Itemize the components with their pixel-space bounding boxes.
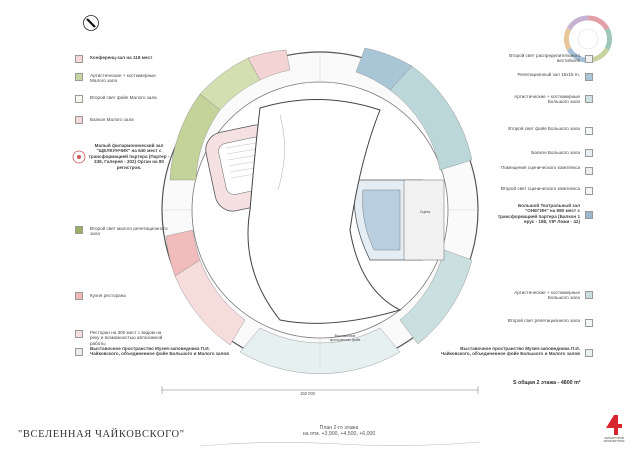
plan-wave-line <box>200 441 480 447</box>
legend-label: Балкон Большого зала <box>531 150 580 155</box>
big-hall-seating <box>362 189 401 251</box>
zone-rehearsal-large <box>355 47 413 91</box>
zone-big-hall-dressing <box>389 65 473 171</box>
zone-restaurant <box>174 259 246 346</box>
legend-label: Большой Театральный зал "ОНЕГИН" на 980 … <box>497 203 580 225</box>
legend-swatch <box>75 348 83 356</box>
legend-label: Конференц-зал на 118 мест <box>90 55 153 60</box>
zone-conference <box>247 49 291 81</box>
project-title: "ВСЕЛЕННАЯ ЧАЙКОВСКОГО" <box>18 429 185 440</box>
small-hall-pointer-icon <box>72 150 86 164</box>
legend-swatch <box>75 330 83 338</box>
legend-swatch <box>75 116 83 124</box>
legend-label: Второй свет малого репетиционного зала <box>90 226 168 237</box>
legend-swatch <box>585 319 593 327</box>
logo-icon <box>606 415 622 435</box>
legend-swatch <box>585 55 593 63</box>
legend-label: Второй свет фойе Большого зала <box>508 126 580 131</box>
dimension-label: 150 000 <box>300 391 316 396</box>
plan-title-line: План 2-го этажа <box>319 425 359 431</box>
plan-label-stage: Сцена <box>420 210 430 214</box>
total-area: S общая 2 этажа - 4800 m² <box>513 380 581 386</box>
legend-swatch <box>585 187 593 195</box>
legend-swatch <box>585 127 593 135</box>
legend-swatch <box>585 167 593 175</box>
zone-kitchen <box>165 229 201 277</box>
legend-label: Артистические + костюмерные Большого зал… <box>514 290 580 301</box>
floor-plan <box>161 47 479 394</box>
legend-label: Второй свет фойе Малого зала <box>90 95 157 100</box>
legend-swatch <box>585 349 593 357</box>
legend-label: Второй свет сценического комплекса <box>500 186 580 191</box>
legend-swatch <box>585 95 593 103</box>
legend-label: Выставочное пространство Музея-заповедни… <box>440 346 580 357</box>
legend-label: Второй свет репетиционного зала <box>507 318 580 323</box>
legend-label: Артистические + костюмерные Малого зала <box>90 73 156 84</box>
north-arrow <box>83 15 99 31</box>
legend-swatch <box>585 291 593 299</box>
legend-swatch <box>75 73 83 81</box>
legend-swatch <box>75 226 83 234</box>
plan-levels-line: на отм. +3,900, +4,500, +6,000 <box>302 431 376 437</box>
legend-swatch <box>75 95 83 103</box>
plan-label-foyer: Выставочное пространство фойе <box>329 334 361 342</box>
legend-label: Помещения сценического комплекса <box>501 165 580 170</box>
legend-label: Репетиционный зал 15х15 m. <box>517 72 580 77</box>
legend-label: Второй свет распределительного вестибюля <box>509 53 580 64</box>
foyer-void <box>277 114 285 191</box>
legend-label: Балкон Малого зала <box>90 117 134 122</box>
legend-label: Кухня ресторана <box>90 293 126 298</box>
legend-label: Ресторан на 300 мест с видом на реку и в… <box>90 330 163 346</box>
legend-swatch <box>75 55 83 63</box>
plan-title: План 2-го этажа на отм. +3,900, +4,500, … <box>294 425 384 437</box>
legend-swatch <box>585 149 593 157</box>
big-hall-stage <box>403 179 445 261</box>
central-foyer <box>247 99 402 324</box>
logo-text: ЧЕРНОГОРОВ АРХИТЕКТОРЫ <box>603 436 625 444</box>
zone-rehearsal-small <box>169 93 221 181</box>
legend-swatch <box>585 211 593 219</box>
legend-label: Артистические + костюмерные Большого зал… <box>514 94 580 105</box>
legend-swatch <box>585 73 593 81</box>
legend-swatch <box>75 292 83 300</box>
legend-label: Выставочное пространство Музея-заповедни… <box>90 346 230 357</box>
small-hall-label: Малый филармонический зал "ЩЕЛКУНЧИК" на… <box>88 143 170 170</box>
